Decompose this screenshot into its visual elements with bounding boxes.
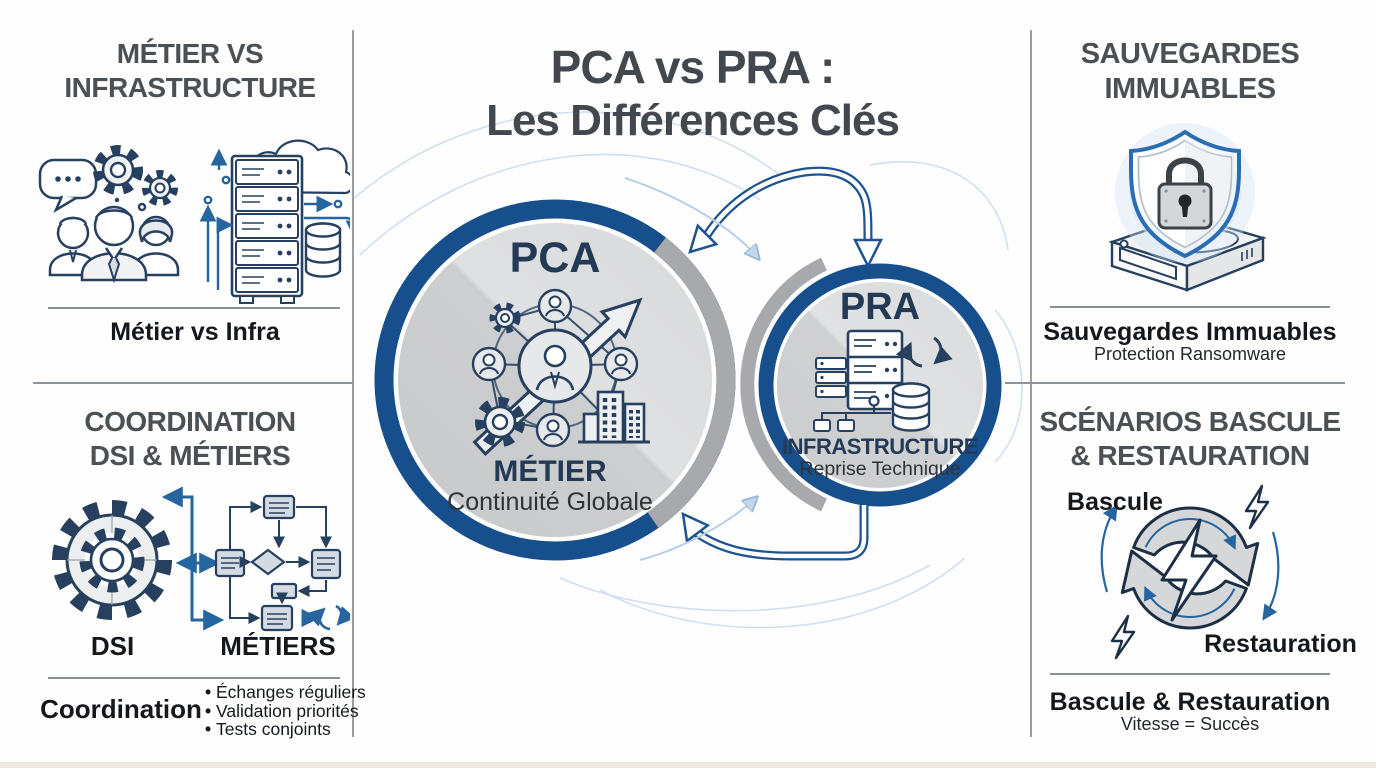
top-right-caption-divider	[1050, 306, 1330, 308]
pca-sublabel: Continuité Globale	[447, 488, 653, 516]
metiers-flowchart-icon	[214, 494, 350, 632]
immutable-backup-icon	[1108, 123, 1267, 292]
pra-title: PRA	[839, 286, 921, 328]
pca-label: MÉTIER	[493, 455, 607, 488]
top-left-caption-divider	[48, 307, 340, 309]
bottom-right-heading-line2: & RESTAURATION	[1070, 440, 1310, 471]
gray-arc-pca	[647, 237, 736, 528]
bullet-item: Échanges réguliers	[205, 683, 366, 702]
left-quadrant-divider	[33, 382, 353, 384]
bottom-left-heading-line2: DSI & MÉTIERS	[89, 440, 291, 471]
bullet-item: Validation priorités	[205, 702, 359, 721]
bottom-right-heading-line1: SCÉNARIOS BASCULE	[1039, 406, 1341, 437]
data-flow-arrows	[199, 148, 350, 290]
metiers-label: MÉTIERS	[220, 631, 336, 661]
refresh-icon	[895, 336, 953, 368]
bottom-right-caption-divider	[1050, 673, 1330, 675]
coordination-arrows	[161, 486, 225, 631]
bottom-left-caption: Coordination	[40, 694, 202, 724]
pra-sublabel: Reprise Technique	[799, 458, 961, 480]
side-arrows	[1100, 504, 1280, 621]
gear-small-icon	[489, 302, 521, 334]
top-right-subcaption: Protection Ransomware	[1093, 344, 1287, 364]
cycle-arrows	[1120, 506, 1260, 630]
gear-large-icon	[475, 397, 525, 447]
main-title-line1: PCA vs PRA :	[550, 41, 836, 93]
pca-network-icon	[471, 288, 650, 457]
bascule-label: Bascule	[1067, 488, 1163, 516]
gear-icon	[93, 145, 178, 206]
top-left-heading-line1: MÉTIER VS	[116, 38, 264, 69]
pra-server-icon	[813, 329, 953, 432]
light-arrows	[624, 177, 758, 561]
lightning-bolt-icon	[1160, 518, 1218, 622]
bottom-left-heading-line1: COORDINATION	[84, 406, 296, 437]
small-lightning-icons	[1110, 484, 1270, 660]
bottom-right-subcaption: Vitesse = Succès	[1120, 714, 1260, 734]
top-left-heading-line2: INFRASTRUCTURE	[64, 72, 316, 103]
pca-title: PCA	[509, 234, 601, 282]
shield-lock-icon	[1129, 129, 1241, 259]
server-rack-icon	[199, 139, 350, 304]
exchange-arrow-bottom	[681, 505, 869, 561]
bottom-strip	[0, 762, 1376, 768]
left-divider	[352, 30, 354, 737]
restauration-label: Restauration	[1204, 630, 1357, 658]
database-icon	[304, 222, 342, 278]
bottom-right-caption: Bascule & Restauration	[1049, 688, 1331, 716]
gray-arc-pra	[740, 257, 827, 512]
top-right-heading-line1: SAUVEGARDES	[1080, 38, 1300, 70]
coordination-icon	[52, 486, 350, 632]
exchange-arrow-top	[688, 166, 884, 269]
top-right-heading-line2: IMMUABLES	[1104, 73, 1276, 105]
top-left-caption: Métier vs Infra	[110, 318, 280, 346]
top-right-caption: Sauvegardes Immuables	[1043, 318, 1337, 346]
bullet-item: Tests conjoints	[205, 720, 355, 739]
decorative-curves	[351, 111, 1023, 629]
bottom-left-caption-divider	[48, 677, 340, 679]
right-quadrant-divider	[1005, 382, 1345, 384]
dsi-label: DSI	[90, 631, 135, 661]
coordination-bullet-list: Échanges réguliers Validation priorités …	[205, 683, 366, 740]
people-vs-servers-icon	[38, 139, 350, 304]
team-discussion-icon	[38, 145, 180, 284]
building-icon	[578, 390, 650, 444]
main-title-line2: Les Différences Clés	[486, 96, 900, 145]
dsi-gear-icon	[52, 500, 172, 620]
database-icon	[891, 382, 931, 432]
pra-label: INFRASTRUCTURE	[782, 434, 978, 459]
failover-cycle-icon	[1100, 484, 1280, 660]
refresh-icon	[301, 604, 350, 631]
